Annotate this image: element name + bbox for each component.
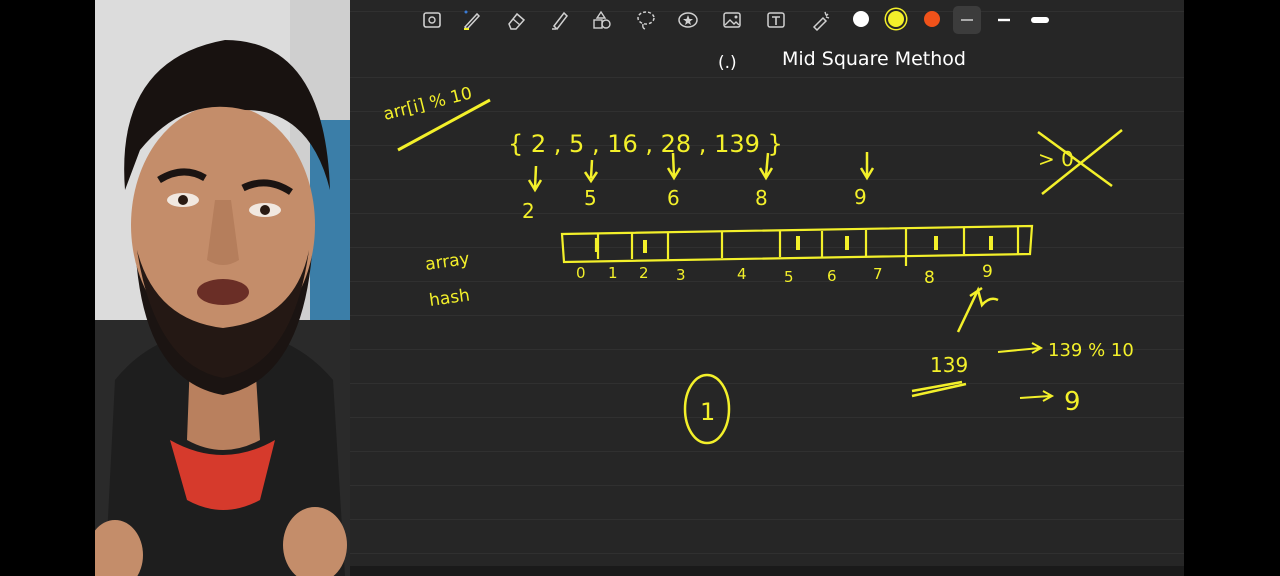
webcam-video: [95, 0, 350, 576]
stroke-medium-option[interactable]: [990, 6, 1018, 34]
note-canvas[interactable]: (.) Mid Square Method arr[i] % 10 { 2 , …: [350, 0, 1184, 576]
pen-icon[interactable]: [458, 6, 486, 34]
result-value: 9: [1064, 387, 1081, 417]
color-orange-swatch[interactable]: [924, 11, 940, 27]
down-arrows: [527, 152, 875, 193]
note-title: Mid Square Method: [782, 48, 966, 70]
index-label: 6: [827, 267, 837, 285]
index-label: 0: [576, 264, 586, 282]
handwritten-notes: (.) Mid Square Method arr[i] % 10 { 2 , …: [381, 48, 1134, 445]
mod-result: 8: [755, 186, 768, 210]
mod-result: 6: [667, 186, 680, 210]
formula-underline: [397, 98, 491, 152]
arrow-to-expr: [997, 342, 1044, 354]
canvas-bottom-bar: [350, 566, 1184, 576]
mod-result: 9: [854, 185, 867, 209]
image-lasso-icon[interactable]: [418, 6, 446, 34]
index-label: 7: [873, 265, 883, 283]
cross-out-mark: [1037, 129, 1123, 195]
underline-139: [911, 380, 967, 398]
pointer-arrow: [956, 286, 999, 333]
laser-pointer-icon[interactable]: [806, 6, 834, 34]
eraser-icon[interactable]: [502, 6, 530, 34]
presenter-figure: [95, 0, 350, 576]
text-icon[interactable]: [762, 6, 790, 34]
drawing-toolbar: [350, 0, 1184, 40]
color-white-swatch[interactable]: [853, 11, 869, 27]
title-bullet: (.): [718, 53, 737, 73]
sticker-icon[interactable]: [674, 6, 702, 34]
index-label: 1: [608, 264, 618, 282]
crossed-out-text: > 0: [1038, 147, 1074, 171]
hash-table: [560, 224, 1034, 266]
circled-number: 1: [700, 398, 715, 426]
input-array: { 2 , 5 , 16 , 28 , 139 }: [508, 130, 783, 158]
highlighter-icon[interactable]: [546, 6, 574, 34]
expr-139: 139 % 10: [1048, 340, 1134, 361]
label-hash: hash: [428, 285, 471, 310]
index-label: 4: [737, 265, 747, 283]
image-icon[interactable]: [718, 6, 746, 34]
shapes-icon[interactable]: [588, 6, 616, 34]
index-label: 3: [676, 266, 686, 284]
mod-result: 5: [584, 186, 597, 210]
color-yellow-swatch[interactable]: [888, 11, 904, 27]
lasso-icon[interactable]: [632, 6, 660, 34]
mod-result: 2: [522, 199, 535, 223]
circle-mark: [683, 373, 731, 445]
formula-note: arr[i] % 10: [381, 84, 474, 125]
stroke-thin-option[interactable]: [953, 6, 981, 34]
value-139: 139: [930, 353, 968, 377]
label-array: array: [424, 249, 471, 275]
index-label: 9: [982, 262, 993, 282]
index-label: 2: [639, 264, 649, 282]
arrow-to-result: [1019, 390, 1055, 402]
index-label: 8: [924, 268, 935, 288]
index-label: 5: [784, 268, 794, 286]
stroke-thick-option[interactable]: [1026, 6, 1054, 34]
